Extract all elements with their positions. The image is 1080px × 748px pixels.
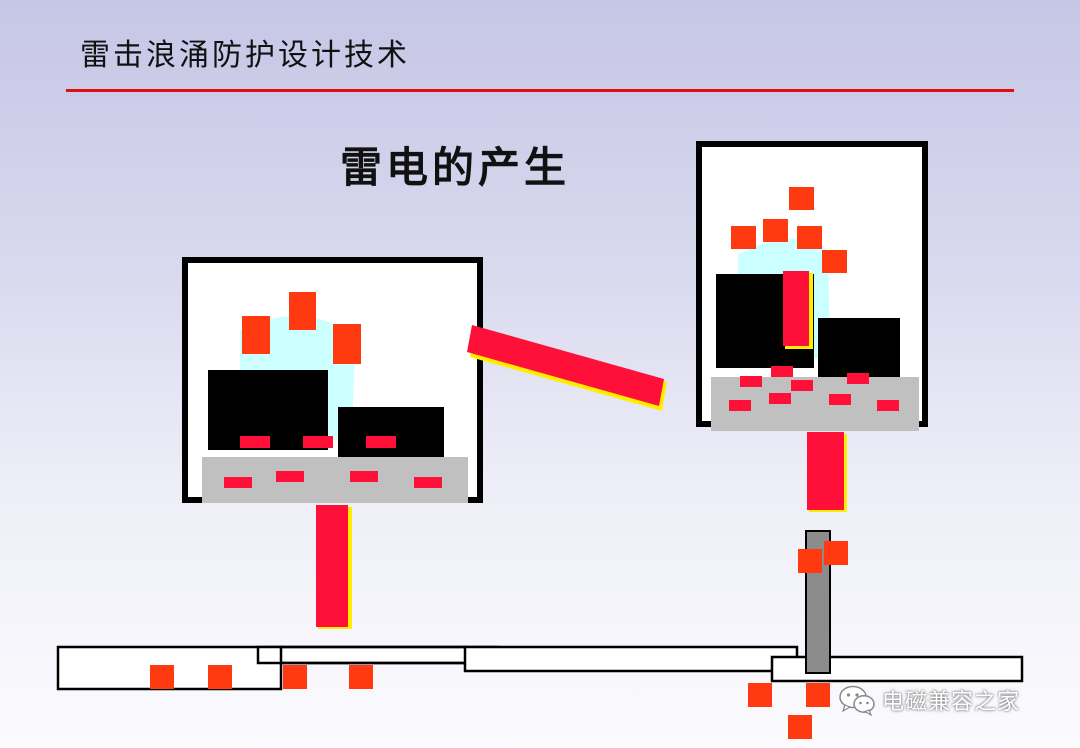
right-charge — [797, 226, 822, 249]
ground-charge — [283, 665, 307, 689]
left-charge — [276, 471, 304, 482]
left-charge — [414, 477, 442, 488]
rod-base-charge — [806, 683, 830, 707]
right-cloud-panel — [696, 141, 928, 431]
ground-structures — [56, 645, 1024, 691]
left-charge — [289, 292, 316, 330]
right-charge — [829, 394, 851, 405]
watermark-text: 电磁兼容之家 — [882, 690, 1021, 715]
diagonal-bolt — [467, 325, 664, 406]
rod-charge — [824, 541, 848, 565]
left-bolt — [316, 505, 348, 627]
left-charge — [350, 471, 378, 482]
left-cloud-panel — [182, 257, 483, 503]
rod-base-charge — [788, 715, 812, 739]
right-charge — [789, 187, 814, 210]
left-charge — [303, 436, 333, 448]
right-charge — [877, 400, 899, 411]
rod-charge — [798, 549, 822, 573]
left-charge — [242, 316, 270, 354]
right-charge — [771, 366, 793, 377]
left-charge — [240, 436, 270, 448]
ground-charge — [349, 665, 373, 689]
right-charge — [769, 393, 791, 404]
left-charge — [333, 324, 361, 364]
right-charge — [763, 219, 788, 242]
left-cloud-dark — [338, 407, 444, 457]
right-charge — [791, 380, 813, 391]
rod-base-charge — [748, 683, 772, 707]
right-charge — [847, 373, 869, 384]
right-charge — [731, 226, 756, 249]
header-title: 雷击浪涌防护设计技术 — [80, 38, 410, 73]
right-inner-bolt — [783, 271, 809, 346]
right-bolt — [807, 432, 844, 510]
left-charge — [366, 436, 396, 448]
left-charge — [224, 477, 252, 488]
wechat-icon — [839, 685, 875, 716]
ground-block — [463, 645, 799, 673]
ground-charge — [150, 665, 174, 689]
right-charge — [729, 400, 751, 411]
right-charge — [740, 376, 762, 387]
right-cloud-dark — [818, 318, 900, 378]
watermark: 电磁兼容之家 — [838, 683, 1020, 717]
ground-block — [256, 645, 500, 665]
header-rule — [66, 89, 1014, 92]
slide-title: 雷电的产生 — [340, 143, 571, 192]
ground-charge — [208, 665, 232, 689]
right-charge — [822, 250, 847, 273]
